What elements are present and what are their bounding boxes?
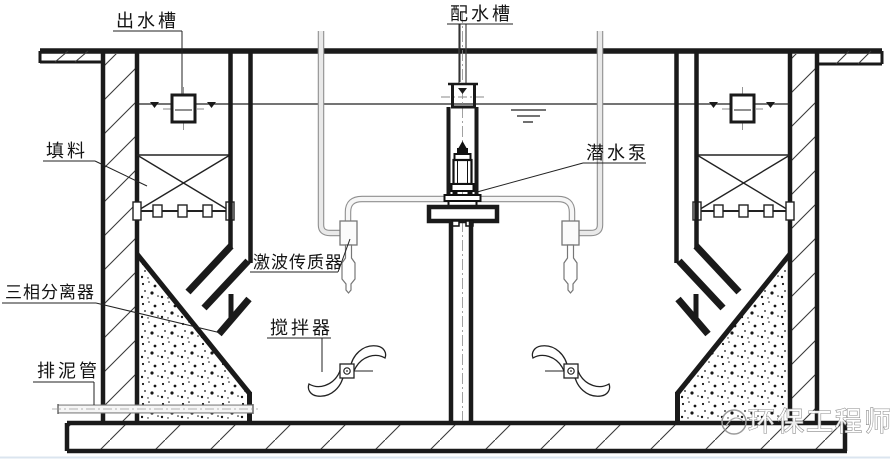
label-submersible-pump: 潜水泵 [586, 143, 649, 163]
label-distribution-trough: 配水槽 [450, 4, 513, 24]
right-outlet-channel [692, 87, 795, 221]
watermark-text: 环保工程师 [748, 407, 890, 437]
label-mass-transfer: 激波传质器 [253, 253, 343, 272]
air-standpipe-right [577, 31, 604, 237]
label-sludge-pipe: 排泥管 [37, 361, 100, 381]
jet-nozzle [563, 244, 578, 294]
level-mark [207, 102, 216, 108]
jet-nozzle [341, 244, 356, 294]
left-outlet-channel [132, 87, 235, 221]
mass-transfer-device-right [561, 220, 580, 294]
right-wall-hatch [792, 54, 815, 422]
air-standpipe-left [317, 31, 343, 237]
submersible-pump-device [450, 141, 475, 195]
incline-plate-left [135, 252, 252, 396]
mounting-plate [426, 204, 500, 224]
mass-transfer-device-left [339, 220, 358, 294]
annotations: 出水槽 配水槽 填料 潜水泵 激波传质器 三相分离器 搅拌器 排泥管 [2, 4, 649, 405]
central-assembly [426, 12, 500, 423]
label-agitator: 搅拌器 [270, 318, 333, 338]
left-wall-hatch [105, 54, 135, 422]
agitator-left [307, 345, 387, 397]
label-outlet-trough: 出水槽 [116, 11, 179, 31]
level-mark [709, 102, 718, 108]
sludge-zone-left [141, 262, 246, 421]
outlet-trough-box-left [170, 93, 197, 124]
outlet-trough-box-right [729, 93, 756, 124]
level-mark [150, 102, 159, 108]
sludge-discharge-pipe [52, 404, 258, 414]
water-surface-symbol [511, 109, 546, 123]
incline-plate-right [675, 252, 792, 396]
tank-structure [38, 48, 884, 454]
water-level [137, 103, 790, 123]
watermark: 环保工程师 [721, 406, 890, 438]
label-packing: 填料 [46, 141, 88, 161]
label-three-phase-separator: 三相分离器 [5, 283, 95, 302]
three-phase-separator-right [674, 50, 792, 424]
sludge-zone-right [681, 262, 786, 421]
watermark-logo-icon [721, 409, 747, 435]
level-mark [766, 102, 775, 108]
floor-hatch [69, 425, 845, 450]
agitator-right [531, 345, 611, 397]
three-phase-separator-left [135, 50, 253, 424]
